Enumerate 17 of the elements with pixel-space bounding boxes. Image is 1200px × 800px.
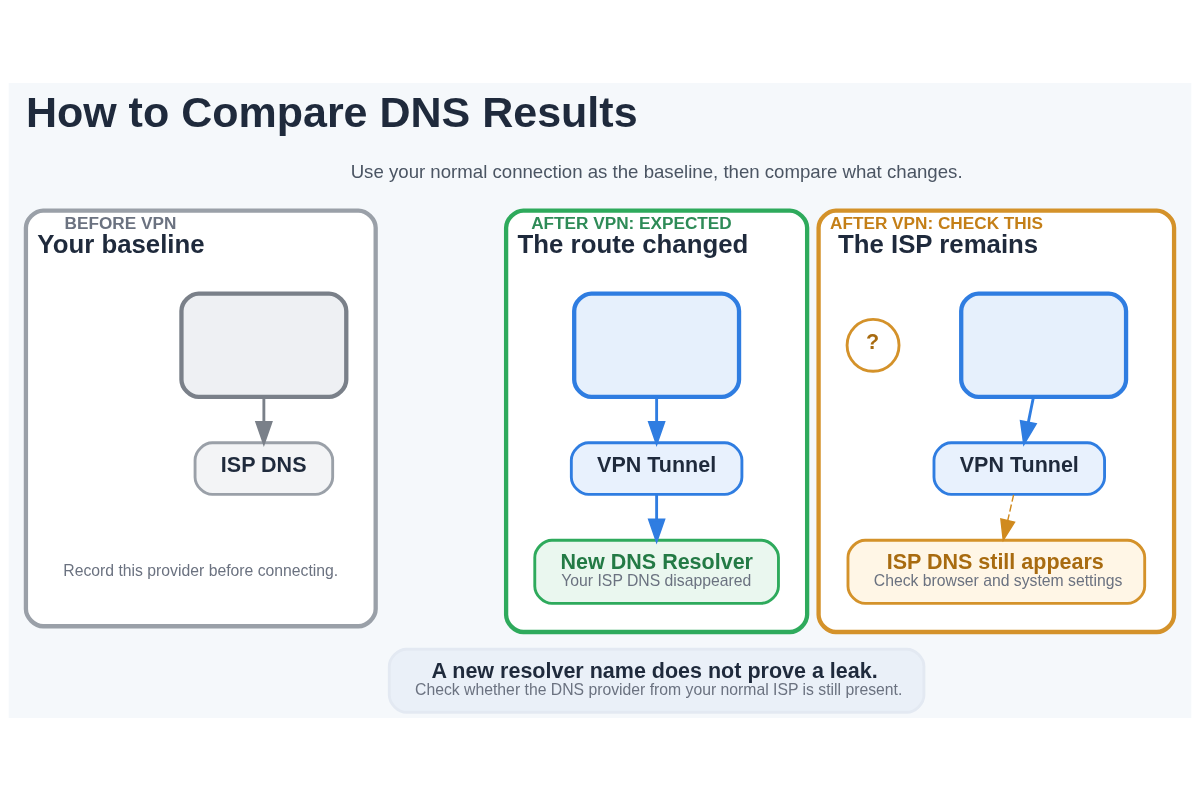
label: Use your normal connection as the baseline, then compare what changes.: [350, 160, 963, 182]
arrow: [1019, 396, 1038, 447]
node-box: New DNS Resolver Your ISP DNS disappeared: [533, 538, 780, 605]
arrow: [647, 494, 666, 544]
node-laptop: [179, 291, 349, 399]
arrow: [1000, 493, 1016, 542]
node-box: ISP DNS still appears Check browser and system settings: [846, 538, 1147, 605]
node-laptop: [959, 291, 1129, 399]
arrow: [647, 396, 666, 447]
node-box: VPN Tunnel: [569, 440, 744, 496]
node-box: ISP DNS: [193, 440, 335, 496]
node-circle: ?: [845, 317, 901, 373]
diagram-title: How to Compare DNS Results: [25, 87, 638, 136]
label: Record this provider before connecting.: [63, 561, 339, 579]
arrow: [254, 396, 273, 447]
node-laptop: [572, 291, 742, 399]
node-box: VPN Tunnel: [932, 440, 1106, 496]
